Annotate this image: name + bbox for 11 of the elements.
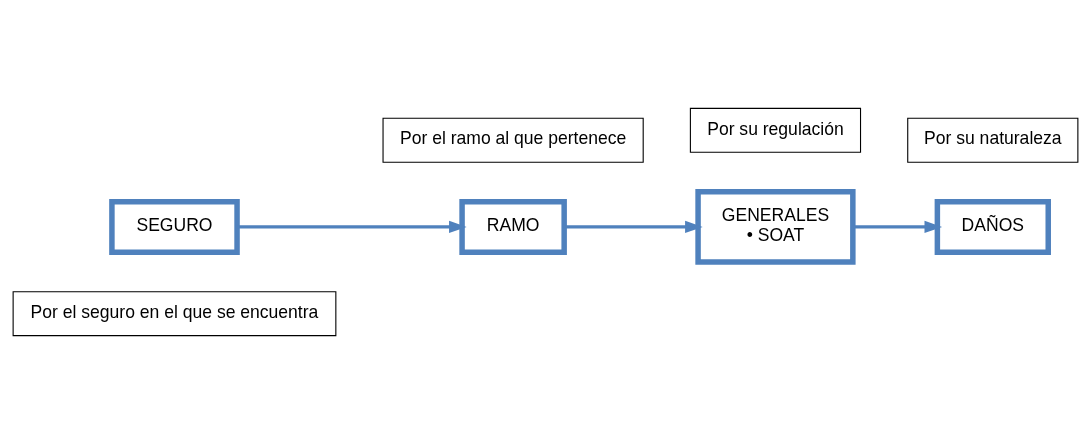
node-box: SEGURO <box>109 198 240 255</box>
arrow <box>564 220 703 234</box>
node-box: Por su regulación <box>689 107 862 153</box>
node-box: DAÑOS <box>934 198 1051 255</box>
arrow <box>237 220 467 234</box>
node-box: Por el ramo al que pertenece <box>382 117 644 163</box>
node-box: Por el seguro en el que se encuentra <box>12 291 337 337</box>
node-box: RAMO <box>459 198 567 255</box>
arrow <box>853 220 943 234</box>
node-box: GENERALES • SOAT <box>695 189 856 265</box>
node-box: Por su naturaleza <box>907 117 1079 163</box>
